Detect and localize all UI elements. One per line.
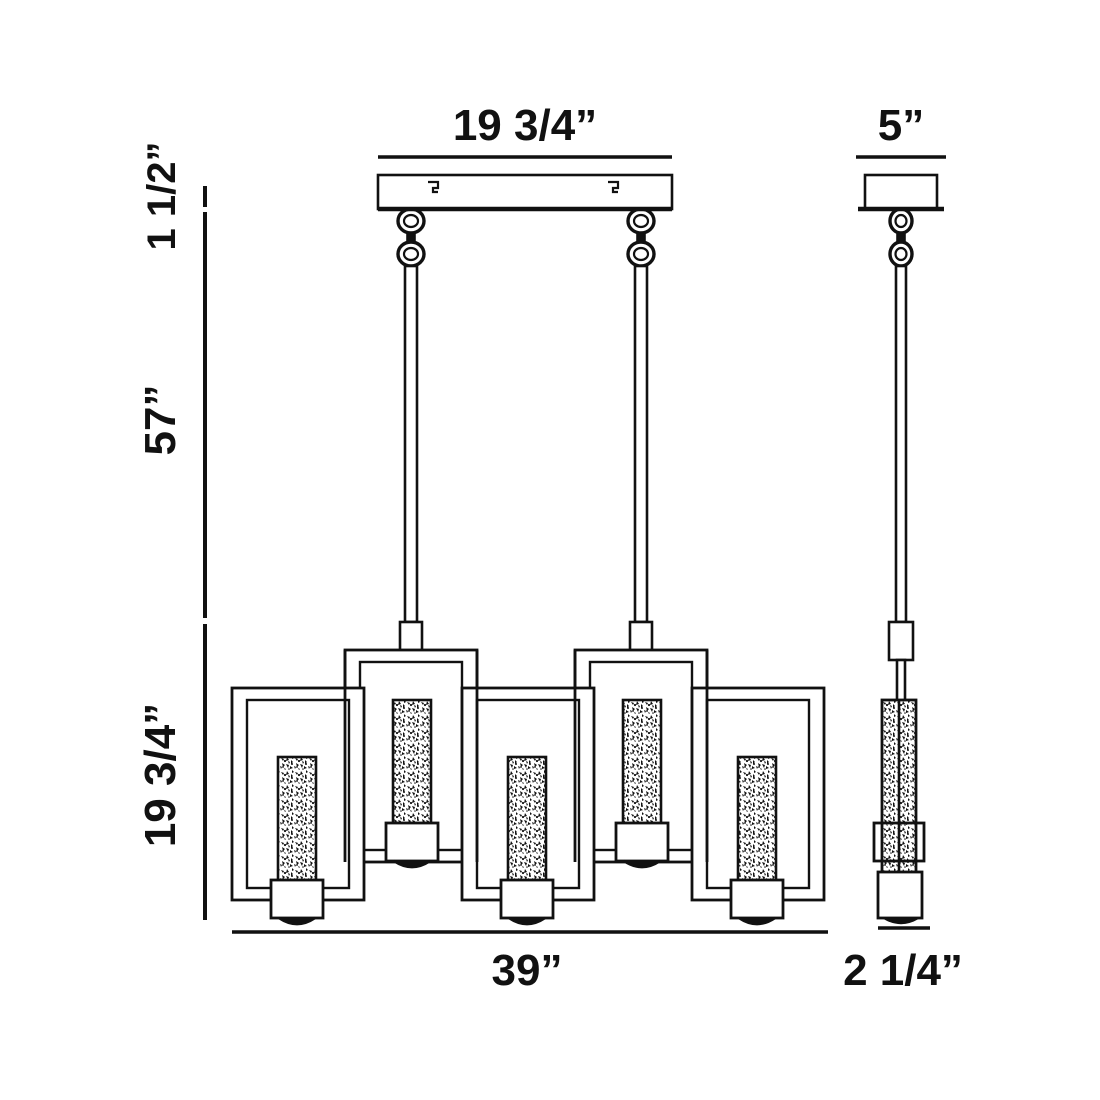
keyhole-slot-left (428, 180, 440, 194)
frame-overlap-edges (343, 650, 709, 862)
socket-1 (269, 878, 325, 926)
socket-2 (384, 821, 440, 869)
side-light-frame (880, 698, 918, 902)
dimension-lines (203, 155, 946, 934)
label-front-top-width: 19 3/4” (453, 101, 597, 150)
side-socket (872, 821, 926, 925)
label-side-overall-width: 2 1/4” (843, 946, 963, 995)
side-canopy (858, 173, 944, 212)
glass-rod-4 (621, 698, 663, 844)
label-canopy-height: 1 1/2” (140, 142, 184, 251)
keyhole-slot-right (608, 180, 620, 194)
stem-assembly-left (396, 207, 426, 662)
label-side-top-width: 5” (878, 101, 924, 150)
side-elevation-view (858, 173, 944, 925)
glass-rod-1 (276, 755, 318, 901)
label-drop-height: 57” (136, 385, 185, 456)
socket-4 (614, 821, 670, 869)
label-body-height: 19 3/4” (136, 703, 185, 847)
front-elevation-view (230, 173, 826, 926)
glass-rod-3 (506, 755, 548, 901)
sockets (269, 821, 785, 926)
glass-rod-2 (391, 698, 433, 844)
socket-3 (499, 878, 555, 926)
glass-rod-5 (736, 755, 778, 901)
canopy (376, 173, 674, 212)
socket-5 (729, 878, 785, 926)
glass-rods (276, 698, 778, 901)
dimension-labels: 19 3/4” 5” 1 1/2” 57” 19 3/4” 39” 2 1/4” (136, 101, 963, 995)
label-overall-width: 39” (492, 946, 563, 995)
stem-assembly-right (626, 207, 656, 662)
side-stem-assembly (887, 207, 915, 708)
